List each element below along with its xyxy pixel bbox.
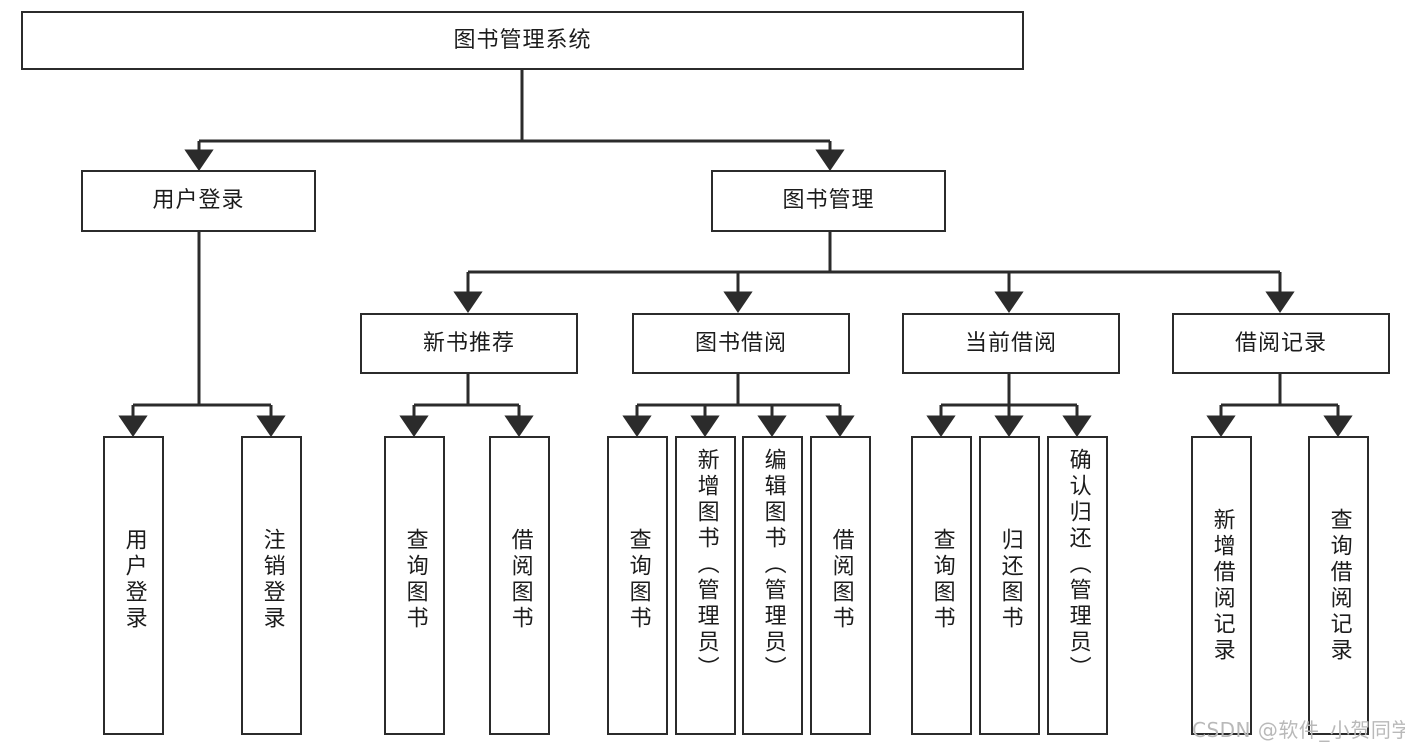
node-label: 查询图书 xyxy=(402,528,428,632)
leaf-query-book-current[interactable]: 查询图书 xyxy=(911,436,972,735)
node-label: 查询图书 xyxy=(625,528,651,632)
node-book-management[interactable]: 图书管理 xyxy=(711,170,946,232)
node-label: 当前借阅 xyxy=(964,330,1057,356)
node-label: 用户登录 xyxy=(121,528,147,632)
node-root[interactable]: 图书管理系统 xyxy=(21,11,1024,70)
node-label: 编辑图书（管理员） xyxy=(760,448,786,682)
node-label: 图书借阅 xyxy=(694,330,787,356)
node-label: 确认归还（管理员） xyxy=(1065,448,1091,682)
node-new-book-recommend[interactable]: 新书推荐 xyxy=(360,313,578,374)
leaf-logout[interactable]: 注销登录 xyxy=(241,436,302,735)
csdn-watermark: CSDN @软件_小贺同学 xyxy=(1192,718,1405,742)
node-label: 归还图书 xyxy=(997,528,1023,632)
leaf-confirm-return-admin[interactable]: 确认归还（管理员） xyxy=(1047,436,1108,735)
node-borrow-record[interactable]: 借阅记录 xyxy=(1172,313,1390,374)
node-label: 借阅记录 xyxy=(1234,330,1327,356)
node-label: 借阅图书 xyxy=(507,528,533,632)
node-label: 新增图书（管理员） xyxy=(693,448,719,682)
node-user-login[interactable]: 用户登录 xyxy=(81,170,316,232)
node-label: 用户登录 xyxy=(152,188,245,214)
node-current-borrow[interactable]: 当前借阅 xyxy=(902,313,1120,374)
leaf-borrow-book-recommend[interactable]: 借阅图书 xyxy=(489,436,550,735)
node-label: 新书推荐 xyxy=(422,330,515,356)
leaf-query-book-recommend[interactable]: 查询图书 xyxy=(384,436,445,735)
leaf-add-borrow-record[interactable]: 新增借阅记录 xyxy=(1191,436,1252,735)
node-label: 借阅图书 xyxy=(828,528,854,632)
leaf-query-book-borrow[interactable]: 查询图书 xyxy=(607,436,668,735)
node-book-borrow[interactable]: 图书借阅 xyxy=(632,313,850,374)
leaf-return-book[interactable]: 归还图书 xyxy=(979,436,1040,735)
node-label: 查询借阅记录 xyxy=(1326,508,1352,664)
node-label: 查询图书 xyxy=(929,528,955,632)
leaf-query-borrow-record[interactable]: 查询借阅记录 xyxy=(1308,436,1369,735)
node-label: 注销登录 xyxy=(259,528,285,632)
leaf-borrow-book[interactable]: 借阅图书 xyxy=(810,436,871,735)
leaf-edit-book-admin[interactable]: 编辑图书（管理员） xyxy=(742,436,803,735)
node-label: 图书管理 xyxy=(782,188,875,214)
node-label: 图书管理系统 xyxy=(453,27,592,53)
leaf-add-book-admin[interactable]: 新增图书（管理员） xyxy=(675,436,736,735)
leaf-user-login[interactable]: 用户登录 xyxy=(103,436,164,735)
node-label: 新增借阅记录 xyxy=(1209,508,1235,664)
